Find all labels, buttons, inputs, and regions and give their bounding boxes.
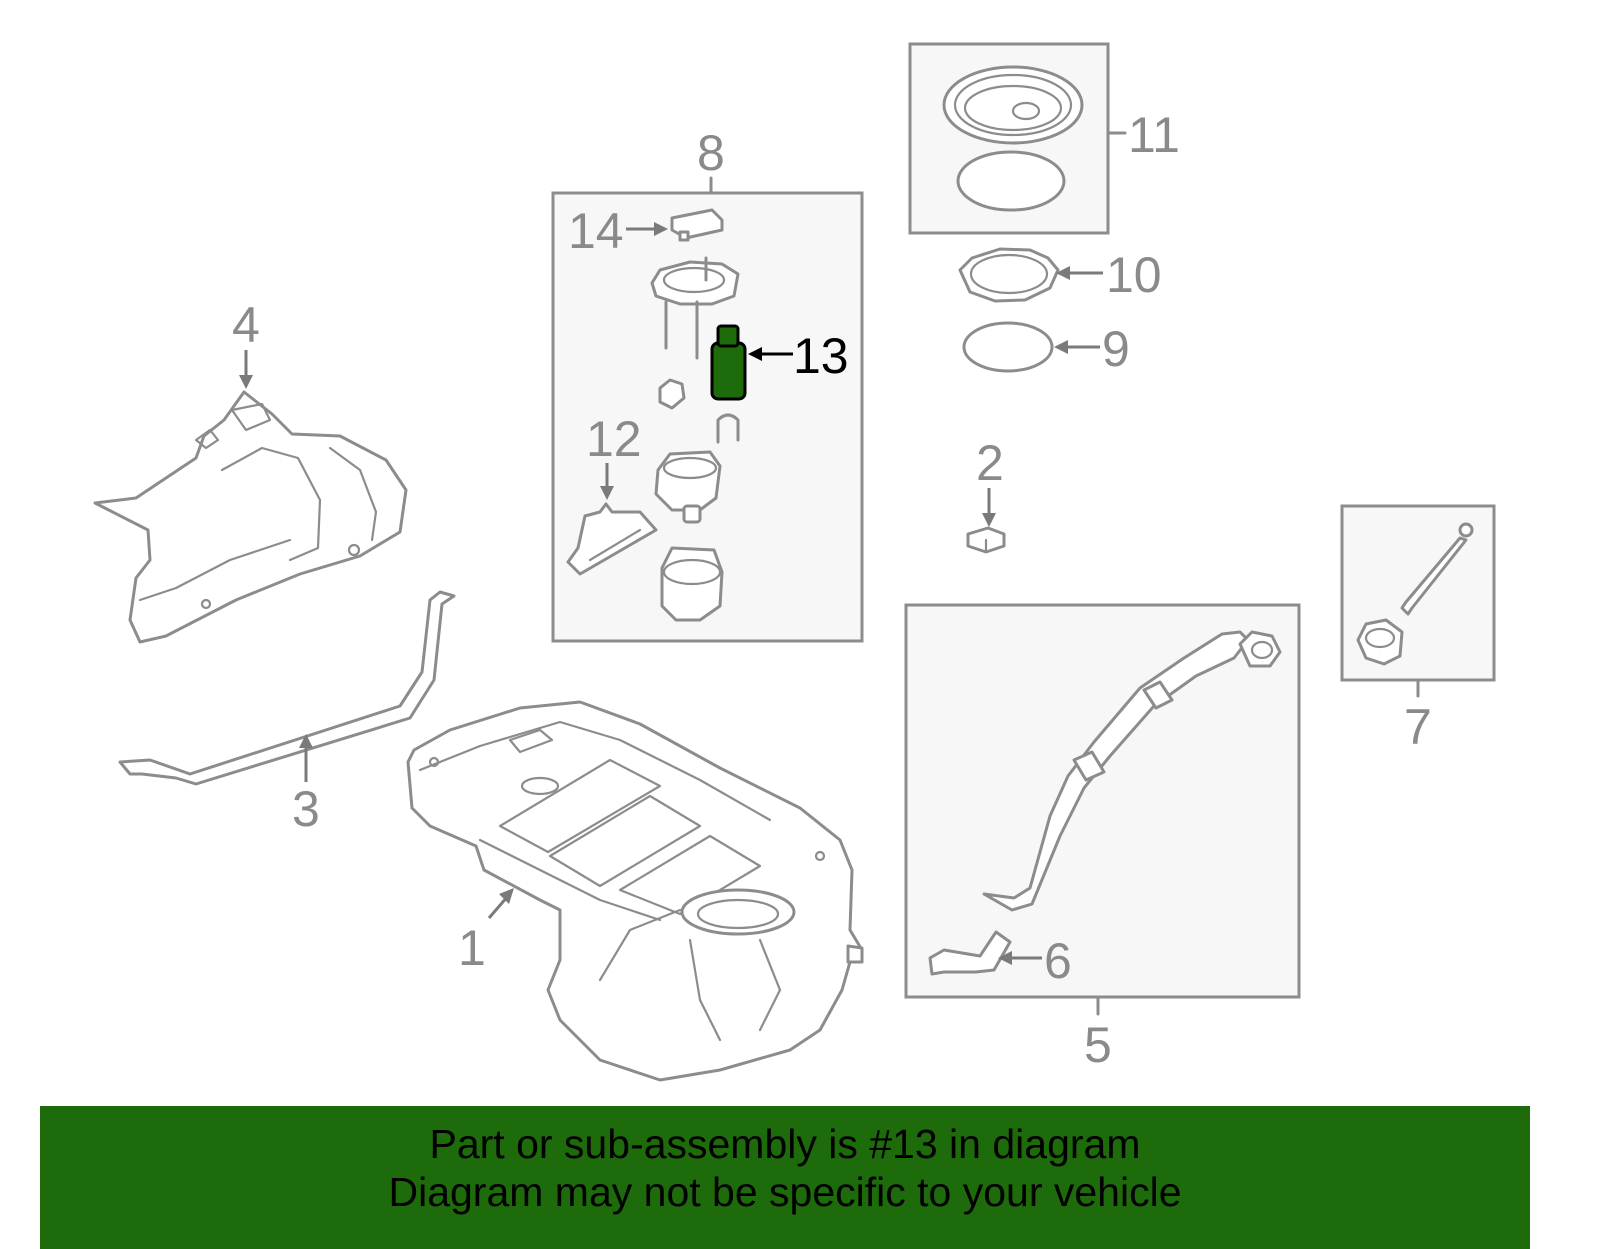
part-7-fuel-cap [1356,522,1474,666]
part-6-hose: 6 [928,930,1072,989]
part-4-heat-shield: 4 [93,297,408,644]
part-3-tank-strap: 3 [118,590,456,837]
callout-2: 2 [976,435,1004,491]
part-2-clip: 2 [966,435,1006,554]
part-8-group: 8 14 13 12 [551,125,864,643]
callout-1: 1 [458,920,486,976]
banner-line-2: Diagram may not be specific to your vehi… [388,1169,1182,1215]
part-11-seal-plate [942,65,1084,212]
part-9-o-ring: 9 [962,321,1130,377]
pump-flange [650,256,740,360]
pump-hose-clamp [716,413,740,444]
callout-14: 14 [568,203,624,259]
callout-12: 12 [586,411,642,467]
callout-7: 7 [1404,699,1432,755]
part-12-sender [566,502,658,576]
callout-5: 5 [1084,1017,1112,1073]
callout-3: 3 [292,781,320,837]
pump-clip [658,378,686,410]
callout-10: 10 [1106,247,1162,303]
parts-diagram: 11 10 9 2 8 14 [93,42,1496,1082]
part-5-box [904,603,1301,999]
part-11-group: 11 [908,42,1180,235]
part-13-fuel-pump: 13 [710,324,849,401]
part-1-fuel-tank: 1 [406,700,864,1082]
callout-9: 9 [1102,321,1130,377]
info-banner: Part or sub-assembly is #13 in diagram D… [40,1106,1530,1249]
callout-13: 13 [793,328,849,384]
pump-reservoir [654,450,724,622]
part-10-lock-ring: 10 [958,247,1162,303]
callout-4: 4 [232,297,260,353]
banner-line-1: Part or sub-assembly is #13 in diagram [429,1121,1141,1167]
part-5-group: 6 5 [904,603,1301,1073]
callout-11: 11 [1128,107,1180,163]
callout-8: 8 [697,125,725,181]
callout-6: 6 [1044,933,1072,989]
part-5-filler-pipe [982,630,1282,912]
part-7-group: 7 [1340,504,1496,755]
